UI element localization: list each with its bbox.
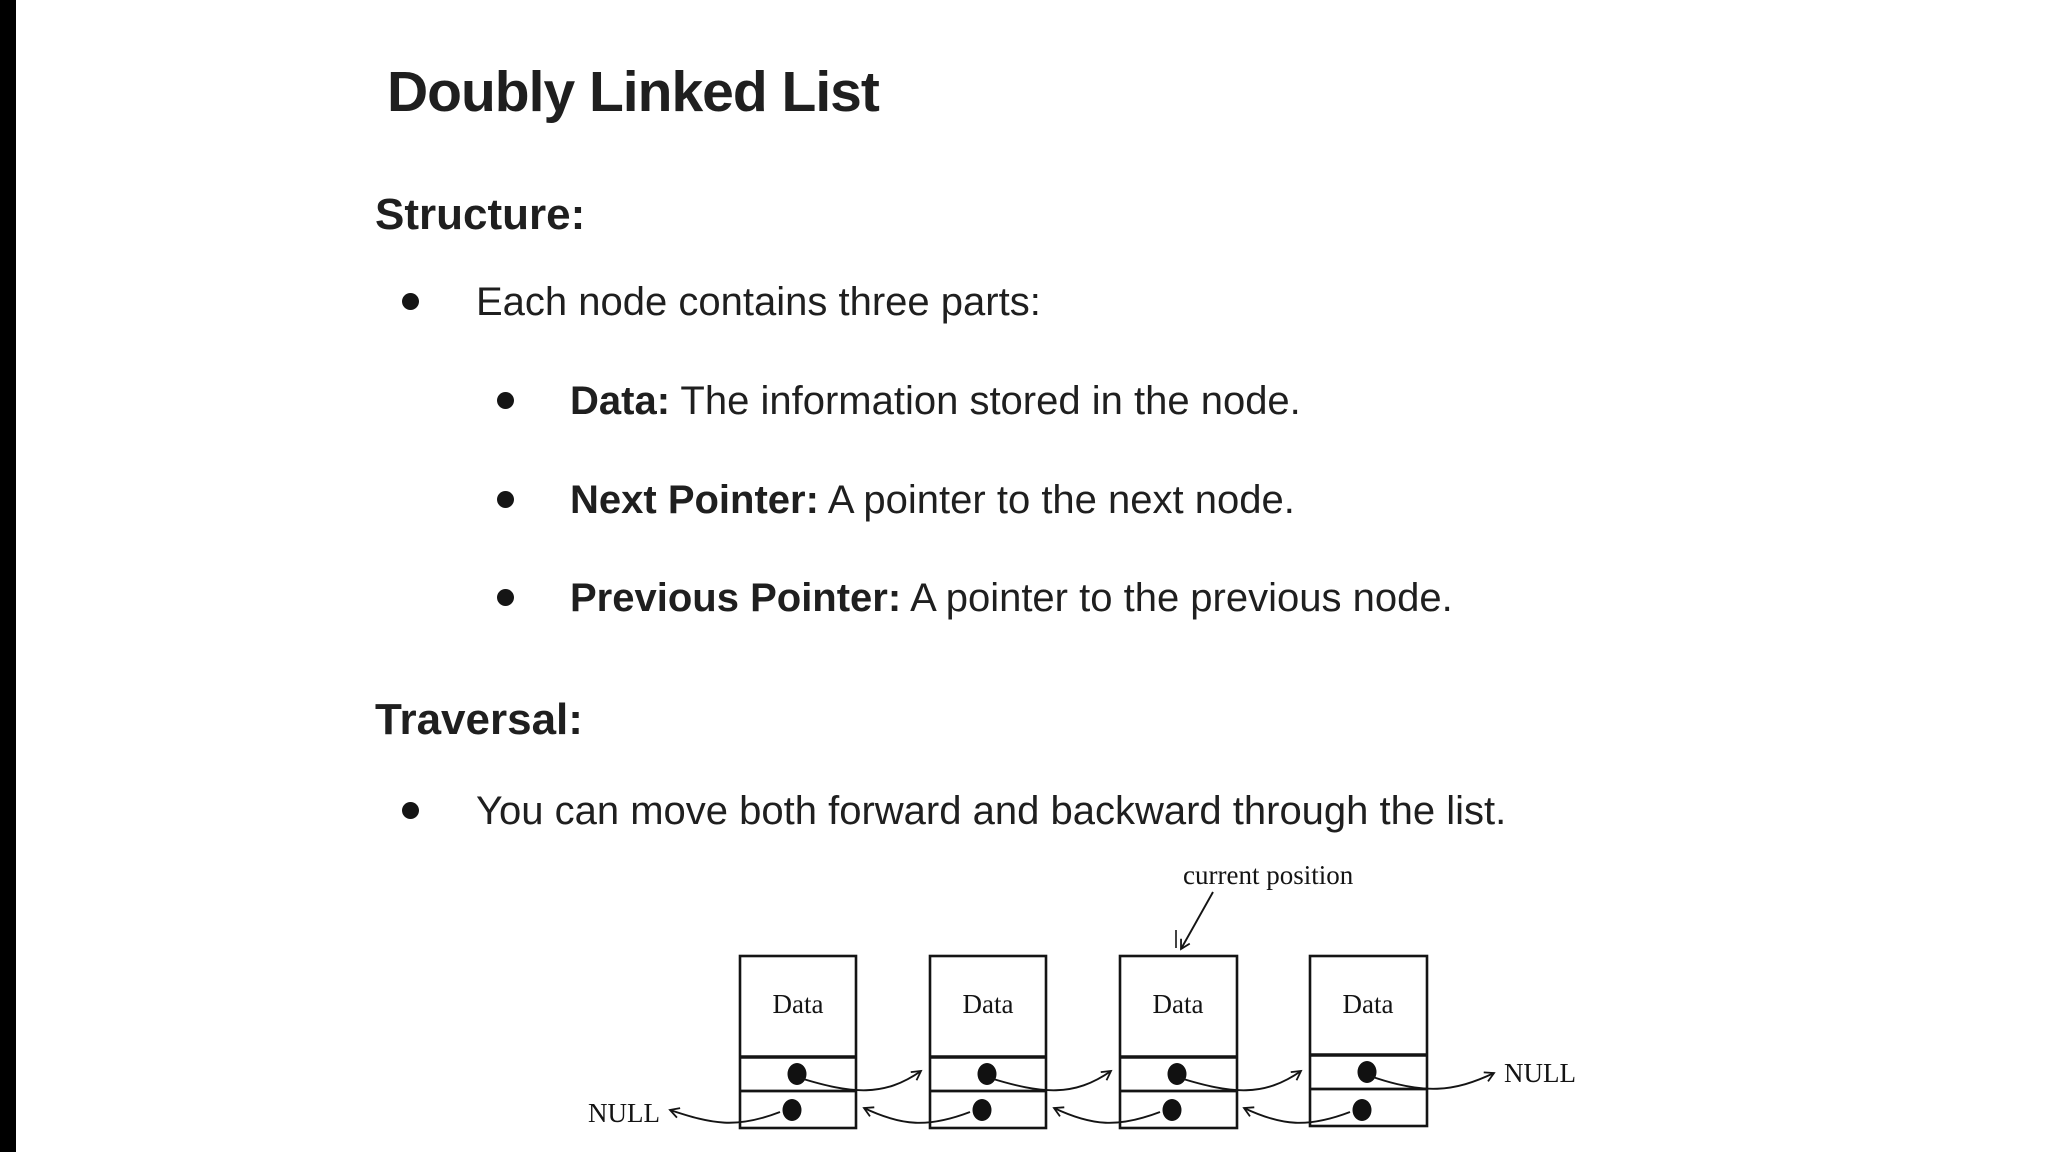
node-box-1: Data [738, 954, 858, 1130]
prev-pointer-dot [1162, 1099, 1182, 1121]
list-item-text: Data: The information stored in the node… [570, 377, 1301, 425]
node-box-3: Data [1118, 954, 1239, 1130]
list-item: Next Pointer: A pointer to the next node… [497, 476, 1295, 524]
bullet-icon [402, 802, 419, 819]
list-item: You can move both forward and backward t… [402, 787, 1506, 835]
null-label-left: NULL [588, 1098, 660, 1128]
node-data-label: Data [1153, 989, 1204, 1019]
page-title: Doubly Linked List [387, 60, 880, 124]
bullet-icon [497, 491, 514, 508]
prev-arrow-2-1 [862, 1106, 971, 1124]
term-bold: Previous Pointer: [570, 576, 902, 620]
term-bold: Data: [570, 379, 671, 423]
prev-arrow-3-2 [1052, 1106, 1161, 1124]
left-edge-black-bar [0, 0, 16, 1152]
node-data-label: Data [773, 989, 824, 1019]
next-arrow-3-4 [1179, 1069, 1303, 1092]
list-item-text: Each node contains three parts: [476, 280, 1041, 324]
null-label-right: NULL [1504, 1058, 1576, 1088]
structure-heading: Structure: [375, 190, 586, 239]
list-item: Each node contains three parts: [402, 278, 1041, 326]
bullet-icon [497, 589, 514, 606]
prev-pointer-dot [782, 1099, 802, 1121]
bullet-icon [497, 392, 514, 409]
prev-arrow-1-null [668, 1107, 781, 1124]
node-box-2: Data [928, 954, 1048, 1130]
list-item-text: You can move both forward and backward t… [476, 789, 1507, 833]
prev-pointer-dot [972, 1099, 992, 1121]
node-data-label: Data [1343, 989, 1394, 1019]
term-desc: The information stored in the node. [670, 379, 1301, 423]
prev-pointer-dot [1352, 1099, 1372, 1121]
next-pointer-dot [787, 1063, 807, 1085]
list-item: Data: The information stored in the node… [497, 377, 1301, 425]
term-desc: A pointer to the next node. [818, 478, 1295, 522]
next-pointer-dot [1167, 1063, 1187, 1085]
prev-arrow-4-3 [1242, 1106, 1351, 1124]
current-position-label: current position [1183, 860, 1354, 890]
next-arrow-4-null [1369, 1071, 1496, 1090]
list-item: Previous Pointer: A pointer to the previ… [497, 574, 1453, 622]
term-bold: Next Pointer: [570, 478, 819, 522]
bullet-icon [402, 293, 419, 310]
next-pointer-dot [977, 1063, 997, 1085]
next-arrow-2-3 [989, 1069, 1113, 1092]
node-box-4: Data [1308, 954, 1429, 1128]
current-position-arrow [1180, 891, 1214, 951]
node-data-label: Data [963, 989, 1014, 1019]
term-desc: A pointer to the previous node. [901, 576, 1453, 620]
traversal-heading: Traversal: [375, 695, 583, 744]
list-item-text: Next Pointer: A pointer to the next node… [570, 476, 1295, 524]
next-arrow-1-2 [799, 1069, 923, 1092]
next-pointer-dot [1357, 1061, 1377, 1083]
list-item-text: Previous Pointer: A pointer to the previ… [570, 574, 1453, 622]
